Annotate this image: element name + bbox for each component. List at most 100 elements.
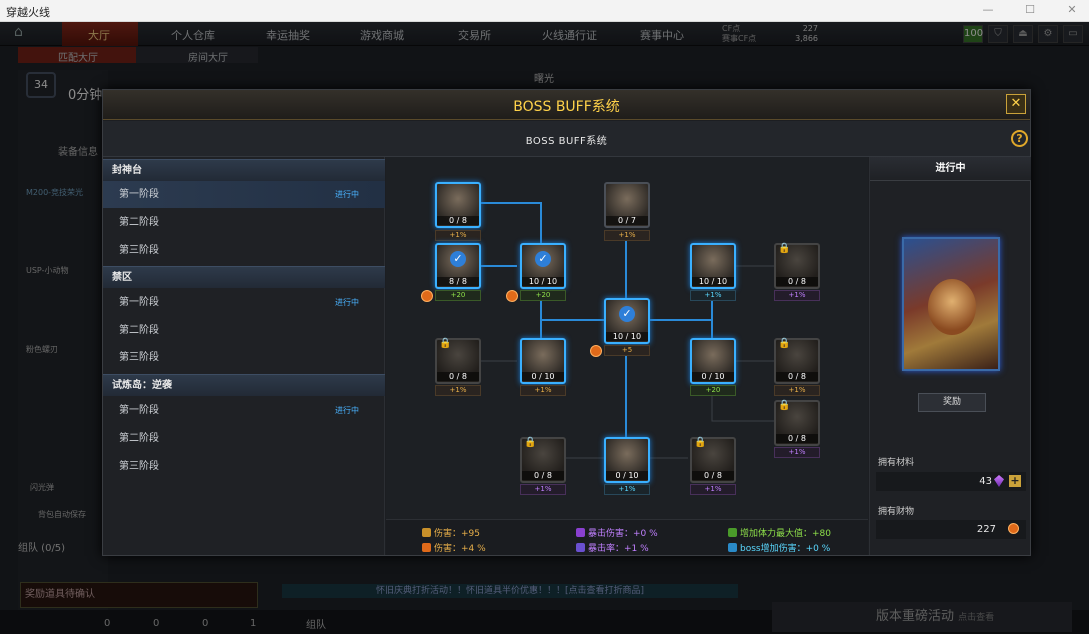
group-header-shiliandao[interactable]: 试炼岛：逆袭 xyxy=(103,374,385,396)
buff-tree: 0 / 8 +1% 0 / 7 +1% ✓ 8 / 8 +20 ✓ 10 / 1… xyxy=(386,157,868,519)
summary-crit-damage: 暴击伤害：+0 % xyxy=(576,526,658,539)
buff-node[interactable]: 🔒 0 / 8 xyxy=(774,243,820,289)
node-buff: +1% xyxy=(435,230,481,241)
buff-node[interactable]: ✓ 8 / 8 xyxy=(435,243,481,289)
autosave-label[interactable]: 背包自动保存 xyxy=(38,510,86,519)
task-confirm[interactable]: 奖励道具待确认 xyxy=(20,582,258,608)
reward-panel: 进行中 奖励 拥有材料 43 + 拥有财物 227 xyxy=(869,157,1031,555)
tab-room-hall[interactable]: 房间大厅 xyxy=(188,53,228,64)
group-header-fengshentai[interactable]: 封神台 xyxy=(103,159,385,181)
buff-node[interactable]: 0 / 10 xyxy=(520,338,566,384)
gear-icon[interactable]: ⚙ xyxy=(1038,25,1058,43)
summary-crit-rate: 暴击率：+1 % xyxy=(576,541,649,554)
summary-text: boss增加伤害：+0 % xyxy=(740,544,831,554)
node-count: 0 / 8 xyxy=(437,216,479,225)
stage-item[interactable]: 第二阶段 xyxy=(103,317,385,344)
nav-shop[interactable]: 游戏商城 xyxy=(360,29,404,42)
add-material-button[interactable]: + xyxy=(1009,474,1021,487)
nav-lobby[interactable]: 大厅 xyxy=(88,29,110,42)
buff-node[interactable]: ✓ 10 / 10 xyxy=(520,243,566,289)
summary-text: 暴击伤害：+0 % xyxy=(588,529,658,539)
buff-node[interactable]: 0 / 8 xyxy=(435,182,481,228)
hp-icon xyxy=(728,528,737,537)
stage-status: 进行中 xyxy=(335,190,359,199)
node-buff: +20 xyxy=(690,385,736,396)
node-buff: +1% xyxy=(774,385,820,396)
minimize-icon[interactable]: — xyxy=(982,3,994,16)
buff-node[interactable]: ✓ 10 / 10 xyxy=(604,298,650,344)
stage-item[interactable]: 第三阶段 xyxy=(103,237,385,264)
nav-lottery[interactable]: 幸运抽奖 xyxy=(266,29,310,42)
buff-node[interactable]: 0 / 7 xyxy=(604,182,650,228)
team-tab[interactable]: 组队 xyxy=(306,620,326,631)
fire-icon xyxy=(422,543,431,552)
nav-exchange[interactable]: 交易所 xyxy=(458,29,491,42)
window-titlebar: 穿越火线 — ☐ ✕ xyxy=(0,0,1089,22)
weapon-melee[interactable]: 粉色螺刃 xyxy=(26,345,58,354)
exit-icon[interactable]: ⏏ xyxy=(1013,25,1033,43)
close-window-icon[interactable]: ✕ xyxy=(1067,3,1077,16)
help-icon[interactable]: ? xyxy=(1011,130,1028,147)
cf-value: 227 xyxy=(802,24,818,33)
nav-pass[interactable]: 火线通行证 xyxy=(542,29,597,42)
stage-label: 第三阶段 xyxy=(119,352,159,363)
nav-warehouse[interactable]: 个人仓库 xyxy=(171,29,215,42)
level-badge[interactable]: 100 xyxy=(963,25,983,43)
stage-item[interactable]: 第三阶段 xyxy=(103,453,385,480)
node-count: 0 / 8 xyxy=(437,372,479,381)
window-mode-icon[interactable]: ▭ xyxy=(1063,25,1083,43)
shield-icon[interactable]: ⛉ xyxy=(988,25,1008,43)
lobby-subnav: 匹配大厅 房间大厅 xyxy=(18,47,258,64)
cf-values: 227 3,866 xyxy=(790,24,818,44)
counter-3: 0 xyxy=(202,618,209,629)
stage-item[interactable]: 第一阶段 进行中 xyxy=(103,397,385,424)
node-count: 0 / 8 xyxy=(776,434,818,443)
promo-banner[interactable]: 版本重磅活动 点击查看 xyxy=(772,602,1072,632)
reward-button[interactable]: 奖励 xyxy=(918,393,986,412)
lock-icon: 🔒 xyxy=(778,243,791,254)
boss-damage-icon xyxy=(728,543,737,552)
stage-label: 第二阶段 xyxy=(119,325,159,336)
stage-item[interactable]: 第二阶段 xyxy=(103,425,385,452)
maximize-icon[interactable]: ☐ xyxy=(1025,3,1035,16)
buff-node[interactable]: 0 / 10 xyxy=(604,437,650,483)
buff-node[interactable]: 🔒 0 / 8 xyxy=(520,437,566,483)
buff-node[interactable]: 🔒 0 / 8 xyxy=(774,400,820,446)
top-nav: ⌂ 大厅 个人仓库 幸运抽奖 游戏商城 交易所 火线通行证 赛事中心 CF点 赛… xyxy=(0,22,1089,46)
stage-item[interactable]: 第三阶段 xyxy=(103,344,385,371)
buff-node[interactable]: 🔒 0 / 8 xyxy=(774,338,820,384)
channel-label: 曙光 xyxy=(534,74,554,85)
check-icon: ✓ xyxy=(535,251,551,267)
summary-text: 暴击率：+1 % xyxy=(588,544,649,554)
materials-value: 43 xyxy=(876,472,1026,491)
node-buff: +1% xyxy=(774,290,820,301)
home-icon[interactable]: ⌂ xyxy=(14,24,23,40)
window-title: 穿越火线 xyxy=(6,6,50,19)
equip-info[interactable]: 装备信息 xyxy=(58,147,98,158)
active-tab-highlight xyxy=(62,22,138,46)
buff-node[interactable]: 🔒 0 / 8 xyxy=(690,437,736,483)
buff-node[interactable]: 10 / 10 xyxy=(690,243,736,289)
weapon-primary[interactable]: M200-竞技荣光 xyxy=(26,188,84,197)
node-buff: +1% xyxy=(690,290,736,301)
stage-item[interactable]: 第一阶段 进行中 xyxy=(103,289,385,316)
tab-match-hall-bg xyxy=(18,47,136,63)
node-buff: +1% xyxy=(604,484,650,495)
buff-node[interactable]: 0 / 10 xyxy=(690,338,736,384)
stage-item[interactable]: 第一阶段 进行中 xyxy=(103,181,385,208)
play-time: 0分钟 xyxy=(68,88,103,103)
lock-icon: 🔒 xyxy=(778,338,791,349)
node-count: 10 / 10 xyxy=(606,332,648,341)
stage-item[interactable]: 第二阶段 xyxy=(103,209,385,236)
group-header-jinqu[interactable]: 禁区 xyxy=(103,266,385,288)
character-portrait xyxy=(928,279,976,335)
buff-node[interactable]: 🔒 0 / 8 xyxy=(435,338,481,384)
wealth-label: 拥有财物 xyxy=(878,507,915,517)
nav-events[interactable]: 赛事中心 xyxy=(640,29,684,42)
tab-match-hall[interactable]: 匹配大厅 xyxy=(58,53,98,64)
close-button[interactable]: ✕ xyxy=(1006,94,1026,114)
item-grenade[interactable]: 闪光弹 xyxy=(30,483,54,492)
summary-text: 增加体力最大值：+80 xyxy=(740,529,831,539)
weapon-secondary[interactable]: USP-小动物 xyxy=(26,266,69,275)
marquee-text[interactable]: 怀旧庆典打折活动！！怀旧道具半价优惠！！！[点击查看打折商品] xyxy=(282,584,738,598)
